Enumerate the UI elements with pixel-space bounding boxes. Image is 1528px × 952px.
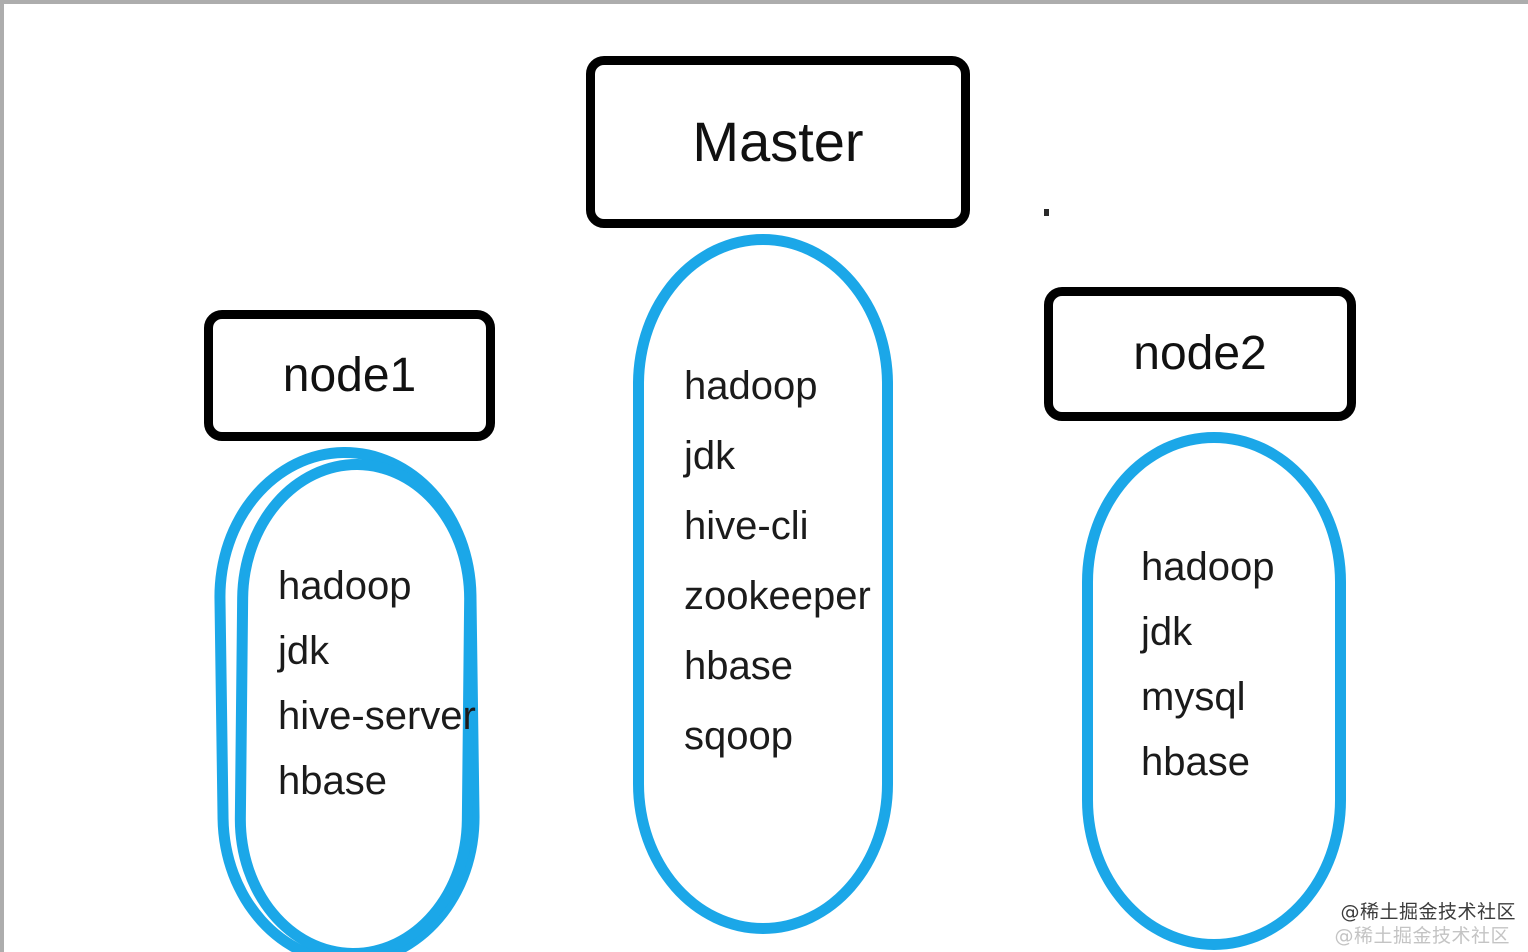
node-box-node2-label: node2 (1133, 327, 1267, 380)
service-item: hbase (278, 759, 387, 803)
node1-service-list: hadoop jdk hive-server hbase (278, 566, 476, 826)
service-item: hbase (1141, 740, 1250, 784)
canvas-left-border (0, 0, 4, 952)
service-item: zookeeper (684, 574, 871, 618)
service-item: hadoop (1141, 545, 1275, 589)
watermark-text: @稀土掘金技术社区 (1340, 901, 1516, 923)
node-box-node1-label: node1 (282, 348, 417, 402)
node-box-node2[interactable]: node2 (1044, 287, 1356, 421)
service-item: hadoop (684, 364, 818, 408)
node-box-master-label: Master (692, 110, 864, 173)
node2-service-capsule (1082, 432, 1346, 950)
stray-ink-speck (1044, 209, 1049, 216)
watermark-text-ghost: @稀土掘金技术社区 (1334, 925, 1510, 947)
canvas-top-border (0, 0, 1528, 4)
service-item: sqoop (684, 714, 793, 758)
service-item: jdk (684, 434, 736, 478)
service-item: hbase (684, 644, 793, 688)
service-item: hive-cli (684, 504, 809, 548)
master-service-capsule (633, 234, 893, 934)
service-item: hive-server (278, 694, 476, 738)
service-item: jdk (278, 629, 330, 673)
node2-service-list: hadoop jdk mysql hbase (1141, 547, 1274, 807)
service-item: hadoop (278, 564, 412, 608)
master-service-list: hadoop jdk hive-cli zookeeper hbase sqoo… (684, 366, 871, 786)
node-box-master[interactable]: Master (586, 56, 970, 228)
service-item: mysql (1141, 675, 1246, 719)
service-item: jdk (1141, 610, 1193, 654)
node-box-node1[interactable]: node1 (204, 310, 495, 441)
